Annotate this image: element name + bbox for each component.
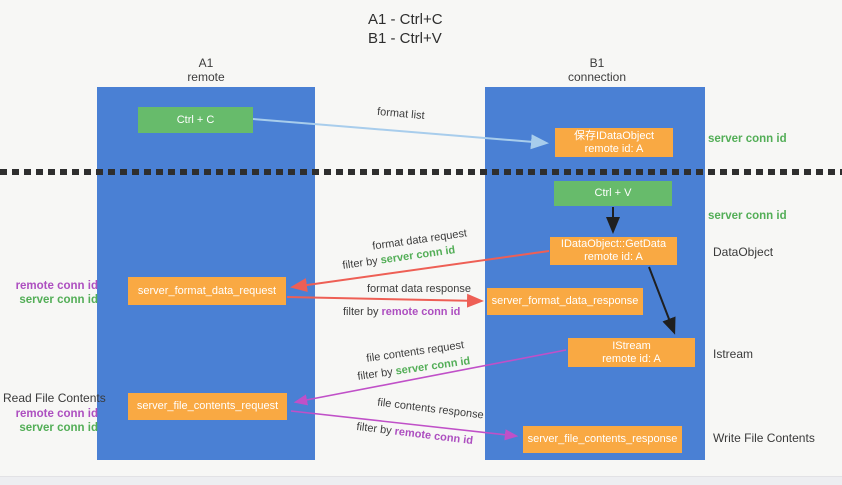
filter-by-remote-conn-id-label-1: filter by remote conn id bbox=[343, 306, 460, 318]
window-bottom-edge bbox=[0, 476, 842, 485]
remote-conn-id-annotation: remote conn id bbox=[15, 280, 98, 292]
column-b1-subtitle: connection bbox=[567, 70, 627, 84]
server-format-data-response-label: server_format_data_response bbox=[491, 295, 639, 307]
remote-conn-id-annotation: remote conn id bbox=[15, 408, 98, 420]
format-data-response-label: format data response bbox=[367, 283, 471, 295]
istream-line2: remote id: A bbox=[602, 352, 661, 365]
machine-boundary-dotted-line bbox=[0, 169, 842, 175]
server-file-contents-response-label: server_file_contents_response bbox=[527, 433, 678, 445]
left-conn-id-annotation-1: remote conn id server conn id bbox=[8, 279, 98, 307]
istream-annotation: Istream bbox=[713, 347, 754, 361]
ctrl-c-label: Ctrl + C bbox=[176, 113, 215, 126]
server-conn-id-annotation-top: server conn id bbox=[708, 133, 787, 145]
arrow-format-data-response bbox=[286, 293, 484, 308]
dataobject-annotation: DataObject bbox=[713, 245, 774, 259]
format-list-label: format list bbox=[376, 105, 426, 123]
filter-prefix: filter by bbox=[343, 306, 382, 318]
istream-box: IStream remote id: A bbox=[568, 338, 695, 367]
save-idataobject-line1: 保存IDataObject bbox=[573, 129, 655, 142]
column-a1-name: A1 bbox=[198, 56, 214, 70]
ctrl-v-box: Ctrl + V bbox=[554, 181, 672, 206]
server-file-contents-response-box: server_file_contents_response bbox=[523, 426, 682, 453]
title-line-2: B1 - Ctrl+V bbox=[368, 30, 442, 47]
server-format-data-request-box: server_format_data_request bbox=[128, 277, 286, 305]
left-conn-id-annotation-2: remote conn id server conn id bbox=[8, 407, 98, 435]
remote-conn-id-key: remote conn id bbox=[393, 425, 474, 448]
title-line-1: A1 - Ctrl+C bbox=[368, 11, 443, 28]
ctrl-c-box: Ctrl + C bbox=[138, 107, 253, 133]
server-file-contents-request-box: server_file_contents_request bbox=[128, 393, 287, 420]
idataobject-getdata-line2: remote id: A bbox=[584, 251, 643, 263]
filter-by-remote-conn-id-label-2: filter by remote conn id bbox=[356, 421, 474, 447]
column-header-a1: A1 remote bbox=[146, 56, 266, 84]
server-conn-id-annotation-mid: server conn id bbox=[708, 210, 787, 222]
save-idataobject-box: 保存IDataObject remote id: A bbox=[555, 128, 673, 157]
server-conn-id-annotation: server conn id bbox=[19, 422, 98, 434]
filter-prefix: filter by bbox=[356, 365, 397, 383]
idataobject-getdata-box: IDataObject::GetData remote id: A bbox=[550, 237, 677, 265]
filter-prefix: filter by bbox=[341, 254, 382, 272]
idataobject-getdata-line1: IDataObject::GetData bbox=[560, 238, 667, 250]
column-a1-subtitle: remote bbox=[187, 70, 225, 84]
server-format-data-request-label: server_format_data_request bbox=[137, 284, 277, 297]
server-format-data-response-box: server_format_data_response bbox=[487, 288, 643, 315]
istream-line1: IStream bbox=[612, 339, 651, 352]
server-file-contents-request-label: server_file_contents_request bbox=[136, 400, 279, 412]
save-idataobject-line2: remote id: A bbox=[584, 142, 644, 155]
read-file-contents-annotation: Read File Contents bbox=[3, 391, 106, 405]
filter-prefix: filter by bbox=[355, 420, 396, 438]
write-file-contents-annotation: Write File Contents bbox=[713, 431, 815, 445]
server-conn-id-annotation: server conn id bbox=[19, 294, 98, 306]
ctrl-v-label: Ctrl + V bbox=[594, 187, 632, 199]
column-header-b1: B1 connection bbox=[537, 56, 657, 84]
diagram-title: A1 - Ctrl+C B1 - Ctrl+V bbox=[368, 10, 443, 48]
remote-conn-id-key: remote conn id bbox=[381, 306, 461, 318]
column-b1-name: B1 bbox=[589, 56, 605, 70]
file-contents-response-label: file contents response bbox=[376, 396, 485, 422]
